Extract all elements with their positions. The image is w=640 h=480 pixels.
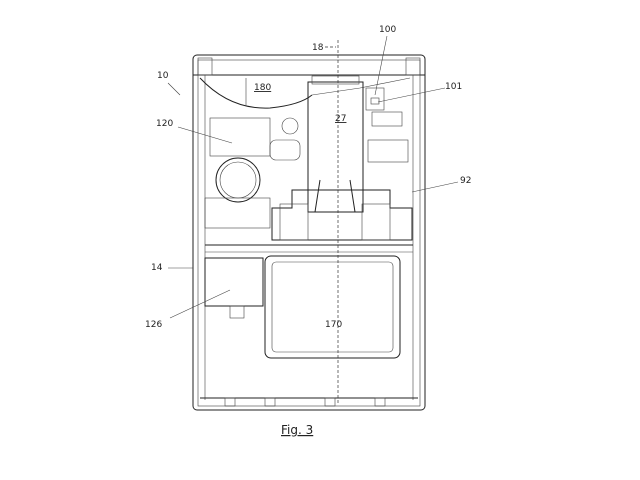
label-housing: 14 bbox=[151, 263, 163, 273]
housing-outline bbox=[192, 54, 426, 411]
label-device: 10 bbox=[157, 71, 169, 81]
label-lower-block: 126 bbox=[145, 320, 162, 330]
tank bbox=[264, 255, 401, 359]
label-left-assembly: 120 bbox=[156, 119, 173, 129]
label-sub-component: 101 bbox=[445, 82, 462, 92]
canister bbox=[307, 75, 364, 213]
lower-block bbox=[204, 257, 264, 307]
upper-chamber-wall bbox=[199, 77, 313, 109]
label-axis: 18 bbox=[312, 43, 324, 53]
label-side-part: 92 bbox=[460, 176, 471, 186]
label-top-component: 100 bbox=[379, 25, 396, 35]
left-assembly bbox=[204, 117, 301, 229]
cup-assembly bbox=[205, 189, 413, 253]
label-canister: 27 bbox=[335, 114, 346, 124]
label-upper-chamber: 180 bbox=[254, 83, 271, 93]
figure-caption: Fig. 3 bbox=[281, 423, 313, 437]
label-tank: 170 bbox=[325, 320, 342, 330]
